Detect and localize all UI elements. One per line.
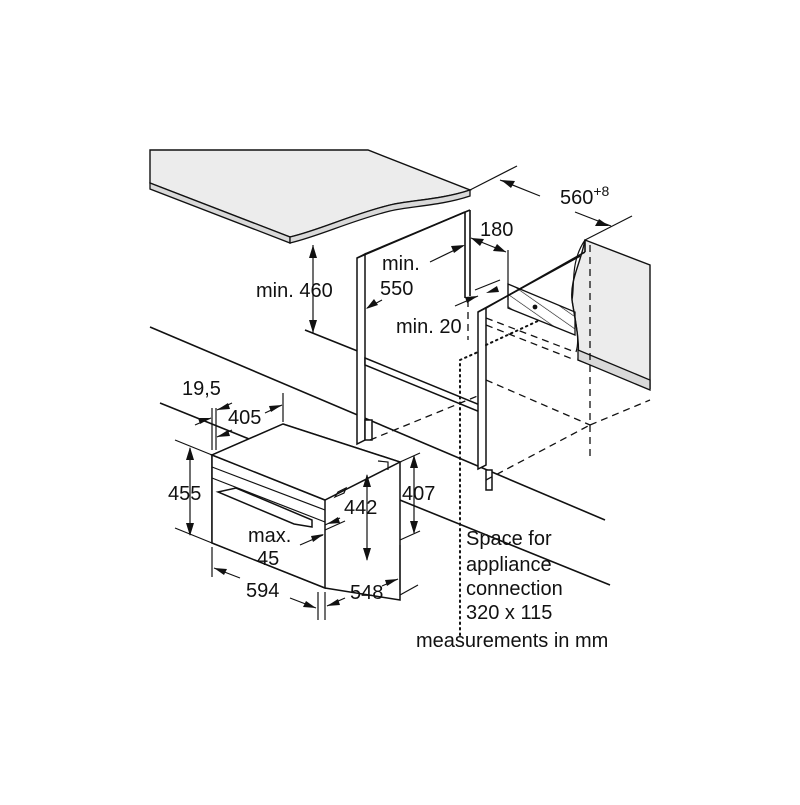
svg-text:320 x 115: 320 x 115 [466,602,552,624]
dimension-lines [174,165,633,620]
dim-handle-value: 45 [257,548,279,570]
left-worktop [149,149,473,244]
svg-text:connection: connection [466,578,563,600]
dim-cabinet-depth: 560+8 [560,183,610,209]
dim-internal-depth-prefix: min. [382,253,420,275]
dim-internal-height: 442 [344,497,377,519]
dim-cavity-height: min. 460 [256,280,333,302]
dim-rear-height: 407 [402,483,435,505]
svg-text:Space for: Space for [466,528,552,550]
dim-appliance-depth: 548 [350,582,383,604]
dim-appliance-width: 594 [246,580,279,602]
svg-text:appliance: appliance [466,554,552,576]
dim-handle-prefix: max. [248,525,291,547]
dim-side-clearance: min. 20 [396,316,462,338]
dim-front-offset: 19,5 [182,378,221,400]
oven-appliance [210,423,402,601]
dim-rear-gap: 180 [480,219,513,241]
right-worktop [571,239,651,391]
dimension-labels: 560+8 180 min. 460 min. 550 min. 20 19,5… [168,183,610,604]
dim-front-depth: 405 [228,407,261,429]
units-note: measurements in mm [416,630,608,652]
dim-appliance-height: 455 [168,483,201,505]
connection-space-note: Space for appliance connection 320 x 115 [466,528,563,624]
cabinet [356,209,651,636]
dim-internal-depth-value: 550 [380,278,413,300]
